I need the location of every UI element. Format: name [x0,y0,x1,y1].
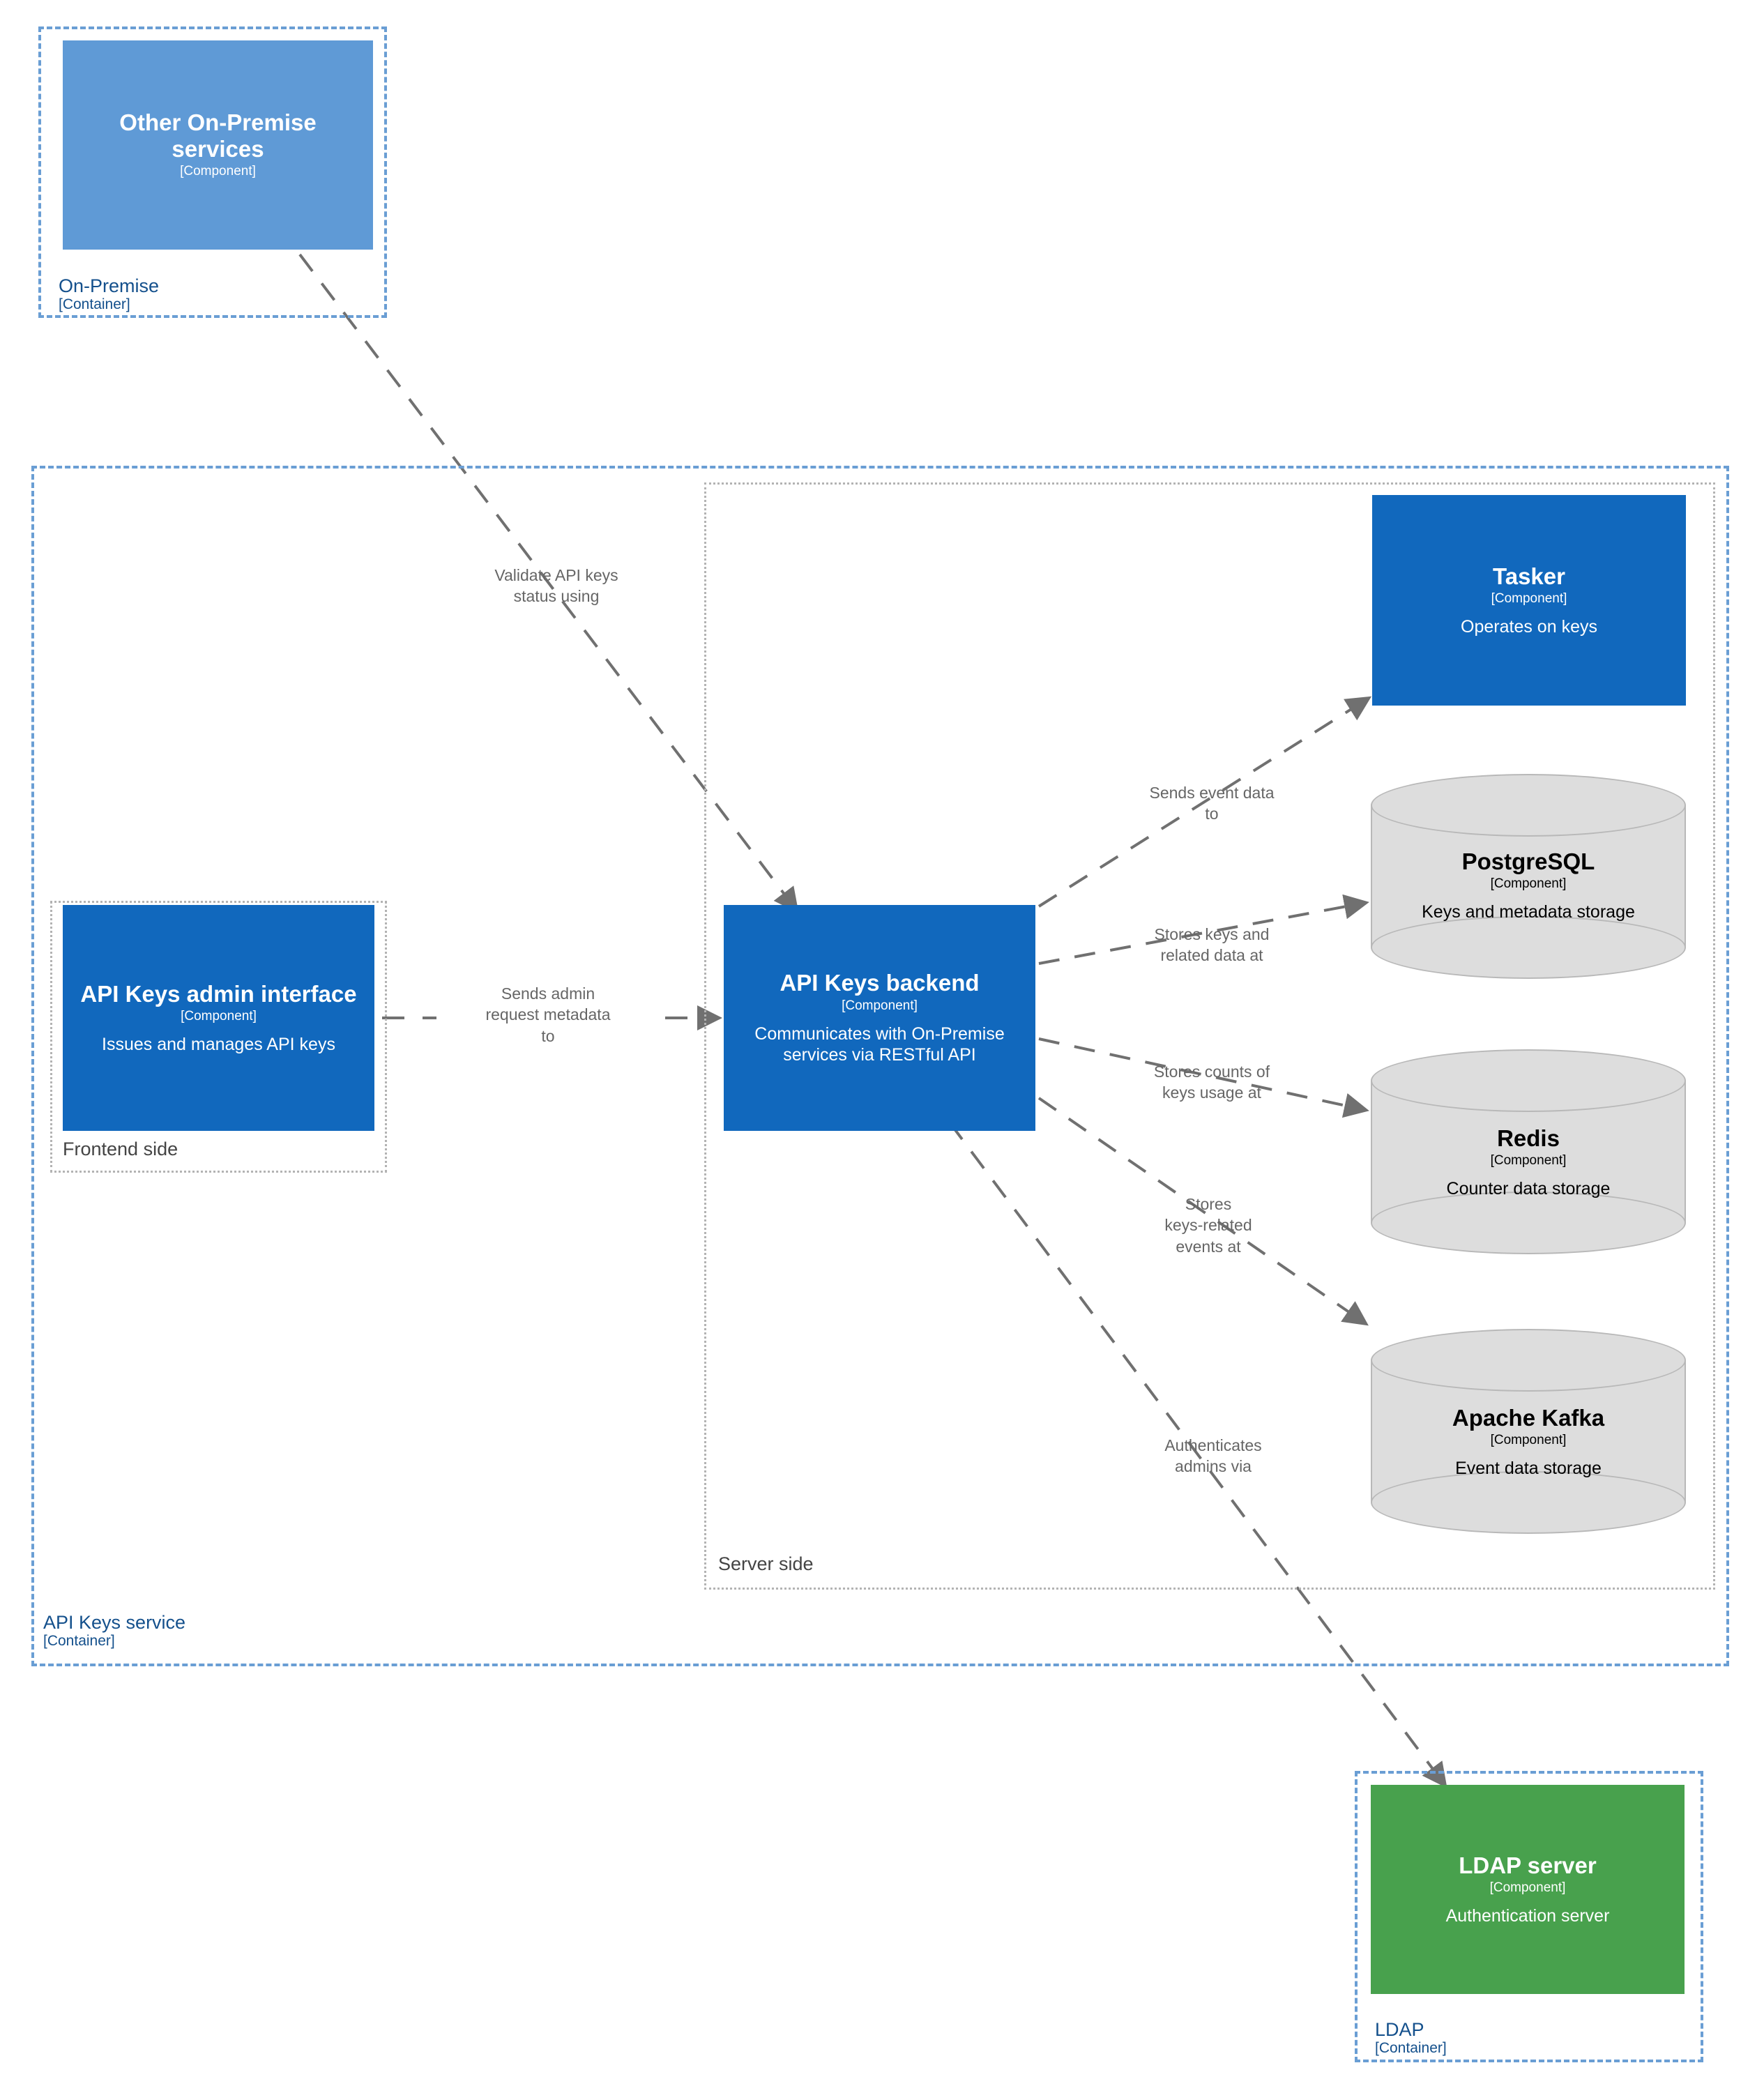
node-api-keys-backend-title: API Keys backend [780,970,980,996]
node-other-on-premise-services-title: Other On-Premise services [119,109,317,162]
boundary-server-side-label: Server side [718,1553,814,1574]
boundary-ldap [1355,1771,1703,2062]
redis-cylinder-top [1371,1049,1686,1112]
postgresql-cylinder-bottom [1371,916,1686,979]
node-api-keys-backend[interactable]: API Keys backend [Component] Communicate… [724,905,1035,1131]
boundary-server-side-name: Server side [718,1553,814,1574]
node-ldap-server-type: [Component] [1489,1880,1566,1896]
node-tasker[interactable]: Tasker [Component] Operates on keys [1372,495,1686,706]
boundary-ldap-type: [Container] [1375,2040,1447,2057]
kafka-cylinder-top [1371,1329,1686,1392]
node-redis[interactable]: Redis [Component] Counter data storage [1371,1049,1686,1254]
node-postgresql-type: [Component] [1490,876,1567,892]
boundary-ldap-label: LDAP [Container] [1375,2019,1447,2057]
boundary-frontend-side-label: Frontend side [63,1139,178,1159]
edge-label-stores-keys-related-events: Stores keys-related events at [1164,1195,1252,1256]
edge-label-authenticates-admins: Authenticates admins via [1164,1436,1262,1476]
edge-label-stores-keys-and-related-data: Stores keys and related data at [1154,925,1270,965]
node-redis-title: Redis [1497,1125,1560,1151]
boundary-server-side [704,482,1715,1590]
node-postgresql-title: PostgreSQL [1461,848,1595,874]
node-tasker-desc: Operates on keys [1461,616,1597,637]
node-other-on-premise-services-type: [Component] [180,164,256,179]
node-api-keys-backend-desc: Communicates with On-Premise services vi… [754,1023,1005,1065]
edge-label-sends-event-data: Sends event data to [1149,784,1275,823]
node-ldap-server-desc: Authentication server [1445,1905,1610,1926]
boundary-api-keys-service-label: API Keys service [Container] [43,1612,185,1650]
node-apache-kafka-title: Apache Kafka [1452,1405,1605,1431]
node-other-on-premise-services[interactable]: Other On-Premise services [Component] [63,40,373,250]
redis-text: Redis [Component] Counter data storage [1371,1125,1686,1199]
node-api-keys-admin-interface-desc: Issues and manages API keys [102,1034,335,1054]
boundary-frontend-side-name: Frontend side [63,1139,178,1159]
node-redis-type: [Component] [1490,1153,1567,1169]
node-redis-desc: Counter data storage [1446,1178,1611,1198]
edge-label-validate-api-keys: Validate API keys status using [494,566,618,606]
postgresql-text: PostgreSQL [Component] Keys and metadata… [1371,848,1686,922]
boundary-api-keys-service-name: API Keys service [43,1612,186,1633]
boundary-api-keys-service-type: [Container] [43,1633,115,1650]
node-ldap-server-title: LDAP server [1459,1852,1597,1878]
kafka-text: Apache Kafka [Component] Event data stor… [1371,1405,1686,1479]
kafka-cylinder-bottom [1371,1471,1686,1534]
node-apache-kafka-desc: Event data storage [1455,1458,1602,1478]
node-ldap-server[interactable]: LDAP server [Component] Authentication s… [1371,1785,1685,1994]
postgresql-cylinder-top [1371,774,1686,837]
edge-label-stores-counts-of-keys-usage: Stores counts of keys usage at [1153,1063,1270,1102]
node-api-keys-admin-interface-type: [Component] [181,1009,257,1024]
boundary-frontend-side [50,901,387,1173]
node-tasker-title: Tasker [1493,563,1565,589]
node-api-keys-admin-interface[interactable]: API Keys admin interface [Component] Iss… [63,905,374,1131]
redis-cylinder-bottom [1371,1192,1686,1254]
boundary-api-keys-service [31,466,1729,1666]
node-api-keys-admin-interface-title: API Keys admin interface [80,980,357,1007]
node-api-keys-backend-type: [Component] [842,998,918,1013]
node-apache-kafka[interactable]: Apache Kafka [Component] Event data stor… [1371,1329,1686,1534]
boundary-on-premise-type: [Container] [59,296,130,313]
node-postgresql-desc: Keys and metadata storage [1422,901,1635,922]
edge-label-sends-admin-request-metadata: Sends admin request metadata to [436,983,660,1047]
node-tasker-type: [Component] [1491,591,1567,607]
boundary-on-premise-label: On-Premise [Container] [59,275,159,313]
boundary-ldap-name: LDAP [1375,2019,1424,2040]
boundary-on-premise-name: On-Premise [59,275,160,296]
node-postgresql[interactable]: PostgreSQL [Component] Keys and metadata… [1371,774,1686,979]
boundary-on-premise [38,26,387,318]
node-apache-kafka-type: [Component] [1490,1433,1567,1448]
